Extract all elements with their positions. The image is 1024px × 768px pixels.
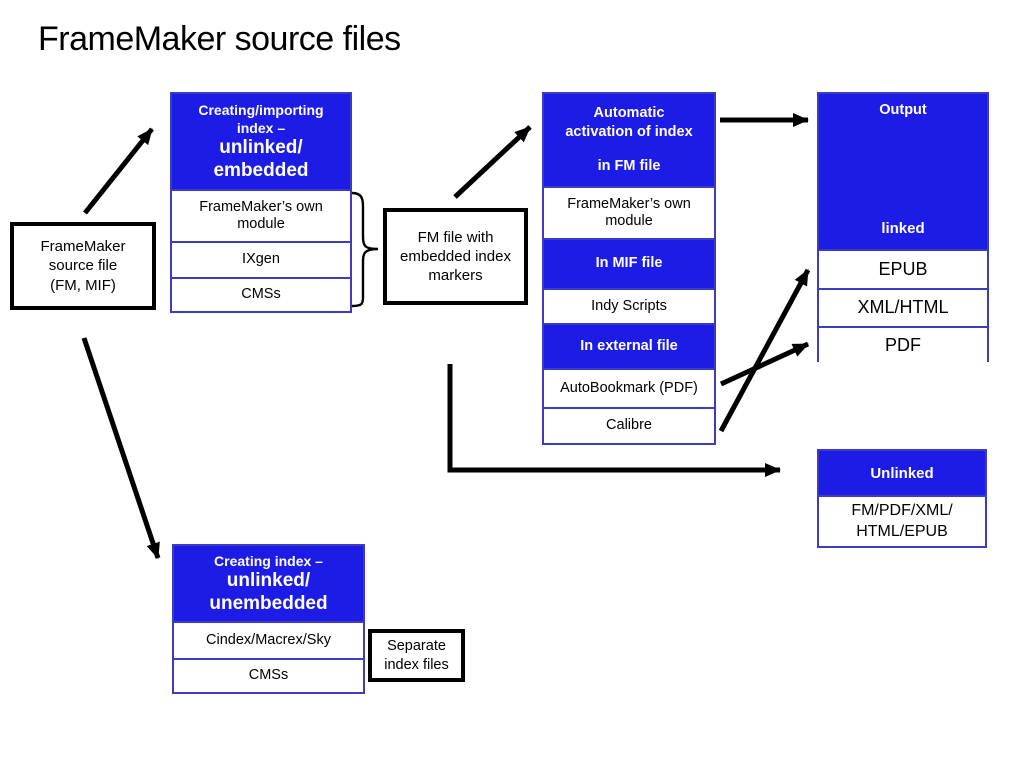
tool-cmss-2: CMSs — [174, 658, 363, 692]
tool-calibre: Calibre — [544, 407, 714, 443]
node-group-unlinked: Unlinked FM/PDF/XML/ HTML/EPUB — [817, 449, 987, 548]
activation-header-title: Automatic activation of index — [565, 104, 693, 140]
arrow-fm-file-to-activation — [453, 125, 532, 199]
node-group-automatic-activation: Automatic activation of index in FM file… — [542, 92, 716, 445]
node-fm-file-embedded-markers: FM file with embedded index markers — [383, 208, 528, 305]
unlinked-header: Unlinked — [819, 451, 985, 495]
node-framemaker-source-file: FrameMaker source file (FM, MIF) — [10, 222, 156, 310]
activation-header: Automatic activation of index in FM file — [544, 94, 714, 186]
tool-autobookmark-pdf: AutoBookmark (PDF) — [544, 368, 714, 407]
node-group-creating-index: Creating index – unlinked/ unembedded Ci… — [172, 544, 365, 694]
brace-tools-to-fm-file — [351, 191, 379, 308]
category-in-mif-file: In MIF file — [544, 238, 714, 288]
tool-cmss: CMSs — [172, 277, 350, 311]
output-epub: EPUB — [819, 249, 987, 288]
page-title: FrameMaker source files — [38, 20, 401, 58]
arrow-source-to-creating-index — [81, 337, 161, 559]
arrow-source-to-creating-importing — [83, 127, 154, 215]
node-separate-index-files: Separate index files — [368, 629, 465, 682]
creating-index-header-large: unlinked/ unembedded — [209, 569, 328, 614]
output-header-linked: linked — [881, 220, 925, 237]
unlinked-formats: FM/PDF/XML/ HTML/EPUB — [819, 495, 985, 546]
arrow-autobookmark-to-pdf — [719, 341, 810, 387]
node-group-creating-importing: Creating/importing index – unlinked/ emb… — [170, 92, 352, 313]
category-in-external-file: In external file — [544, 323, 714, 368]
creating-importing-header-small: Creating/importing index – — [198, 101, 324, 136]
tool-indy-scripts: Indy Scripts — [544, 288, 714, 323]
node-group-output-linked: Output linked EPUB XML/HTML PDF — [817, 92, 989, 364]
tool-framemakers-own-module-2: FrameMaker’s own module — [544, 186, 714, 238]
creating-index-header: Creating index – unlinked/ unembedded — [174, 546, 363, 621]
creating-importing-header: Creating/importing index – unlinked/ emb… — [172, 94, 350, 189]
creating-index-header-small: Creating index – — [214, 552, 323, 569]
output-header: Output linked — [819, 94, 987, 249]
output-header-title: Output — [879, 102, 927, 118]
tool-framemakers-own-module: FrameMaker’s own module — [172, 189, 350, 241]
tool-ixgen: IXgen — [172, 241, 350, 277]
tool-cindex-macrex-sky: Cindex/Macrex/Sky — [174, 621, 363, 658]
arrow-calibre-to-epub — [718, 268, 811, 433]
creating-importing-header-large: unlinked/ embedded — [213, 136, 309, 181]
activation-header-category: in FM file — [597, 158, 661, 175]
output-pdf: PDF — [819, 326, 987, 364]
output-xml-html: XML/HTML — [819, 288, 987, 326]
